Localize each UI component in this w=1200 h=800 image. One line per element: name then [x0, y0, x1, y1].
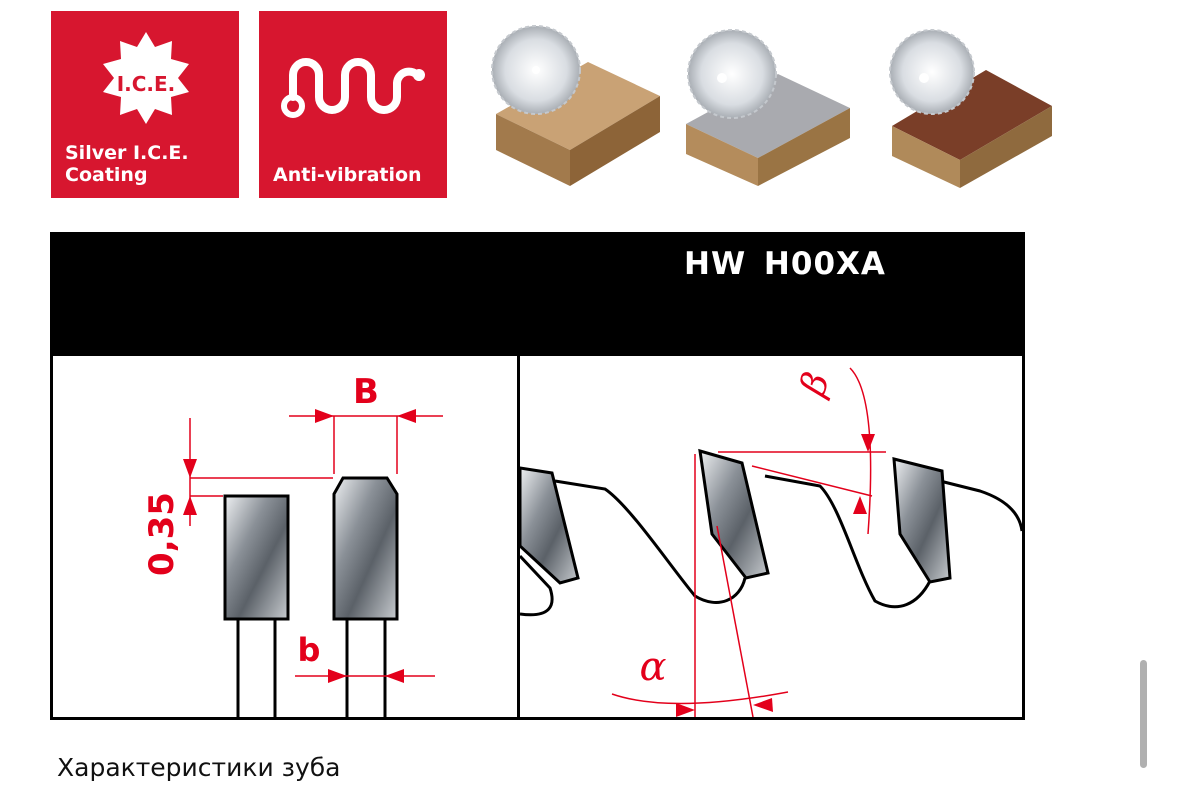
model-code: HW H00XA	[684, 246, 886, 282]
vertical-scrollbar[interactable]	[1140, 660, 1147, 768]
tooth-tip-right	[892, 457, 952, 584]
badge-label-anti-vibration: Anti-vibration	[273, 164, 422, 186]
ice-seal-text: I.C.E.	[117, 72, 176, 96]
dimension-B-label: B	[353, 372, 379, 412]
caption: Характеристики зуба	[57, 753, 341, 782]
saw-blade-laminate-icon	[686, 29, 850, 186]
anti-vibration-badge: Anti-vibration	[259, 11, 447, 198]
wave-squiggle-icon	[281, 58, 425, 118]
tooth-angles-diagram: α β	[518, 367, 1024, 718]
tooth-tip-left	[518, 466, 580, 585]
dimension-035-label: 0,35	[142, 492, 182, 576]
flat-tooth-tip	[223, 494, 290, 621]
saw-blade-wood-icon	[491, 25, 660, 186]
tooth-tip-middle	[698, 448, 770, 580]
ice-seal-icon: I.C.E.	[103, 32, 189, 124]
tooth-dimensions-diagram: B b 0,35	[142, 372, 443, 717]
header-bar	[50, 232, 1025, 356]
tooth-dimensions-panel: B b 0,35	[50, 353, 520, 720]
badge-label-coating: Silver I.C.E. Coating	[65, 142, 189, 186]
tooth-angles-panel: α β	[517, 353, 1025, 720]
dimension-b-label: b	[298, 631, 321, 669]
angle-alpha-label: α	[639, 644, 666, 690]
angle-beta-label: β	[792, 367, 838, 402]
silver-ice-coating-badge: I.C.E. Silver I.C.E. Coating	[51, 11, 239, 198]
saw-blade-hardwood-icon	[889, 29, 1052, 188]
bevelled-tooth-tip	[332, 476, 399, 621]
